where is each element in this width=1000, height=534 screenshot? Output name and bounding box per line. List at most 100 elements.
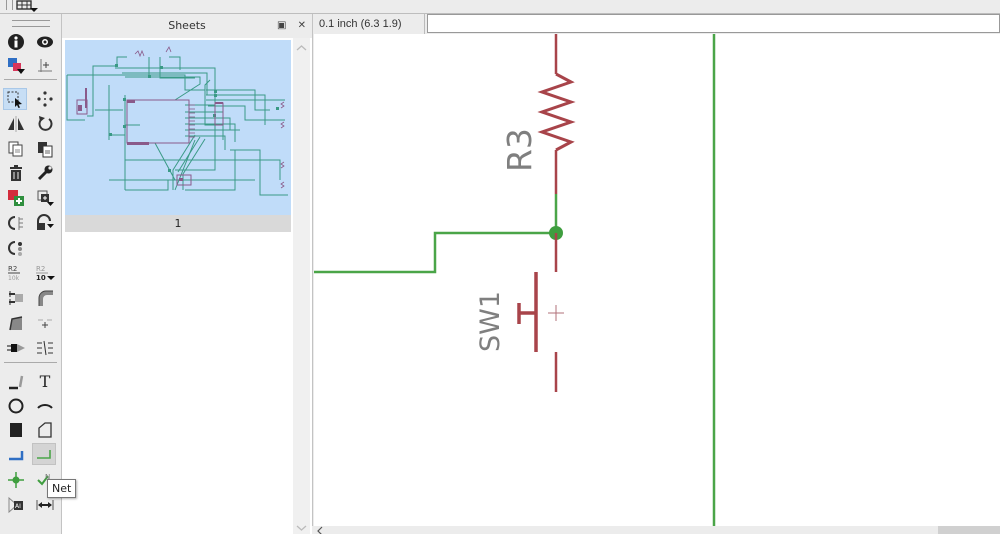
slice-icon	[9, 316, 23, 331]
scroll-left-icon[interactable]	[314, 526, 326, 534]
top-toolbar	[0, 0, 1000, 14]
mark-icon	[38, 59, 52, 72]
smash-tool[interactable]	[33, 312, 57, 334]
command-line-input[interactable]	[427, 14, 1000, 33]
rect-tool[interactable]	[4, 419, 28, 441]
slice-tool[interactable]	[4, 312, 28, 334]
layers-tool[interactable]	[4, 55, 28, 77]
attribute-icon	[37, 340, 53, 356]
change-tool[interactable]	[33, 162, 57, 184]
sheet-number[interactable]: 1	[65, 215, 291, 232]
line-icon	[9, 375, 24, 390]
rectangle-icon	[10, 423, 22, 437]
junction-icon	[8, 472, 24, 488]
scroll-down-icon[interactable]	[293, 522, 310, 534]
invoke-tool[interactable]	[4, 237, 28, 259]
eye-icon	[37, 36, 53, 48]
float-icon[interactable]: ▣	[276, 20, 287, 31]
erc-icon: AI	[8, 496, 23, 514]
show-tool[interactable]	[33, 31, 57, 53]
polygon-tool[interactable]	[33, 419, 57, 441]
toolbox-handle[interactable]	[12, 20, 50, 27]
toolbar-grip[interactable]	[6, 0, 13, 10]
sheet-thumbnail[interactable]	[65, 40, 291, 215]
attribute-tool[interactable]	[33, 337, 57, 359]
replace-tool[interactable]	[33, 187, 57, 209]
canvas-horizontal-scrollbar[interactable]	[312, 526, 1000, 534]
mirror-tool[interactable]	[4, 113, 28, 135]
label-tool[interactable]: N	[33, 469, 57, 491]
part-label-r3[interactable]: R3	[500, 128, 539, 172]
group-select-icon	[7, 91, 22, 108]
circle-tool[interactable]	[4, 395, 28, 417]
gateswap-tool[interactable]	[33, 212, 57, 234]
grid-menu-icon[interactable]	[16, 0, 40, 12]
toolbox-divider	[4, 79, 57, 80]
svg-text:AI: AI	[15, 503, 21, 510]
rotate-icon	[38, 116, 53, 131]
erc-tool[interactable]: AI	[4, 494, 28, 516]
toolbox-divider	[4, 362, 57, 363]
text-tool[interactable]: T	[33, 370, 57, 392]
mark-tool[interactable]	[33, 55, 57, 77]
sheets-panel: Sheets ▣ ✕	[62, 14, 313, 534]
net-wire[interactable]	[314, 231, 556, 274]
add-tool[interactable]	[4, 187, 28, 209]
text-icon: T	[39, 371, 51, 391]
pinswap-tool[interactable]	[4, 212, 28, 234]
junction-tool[interactable]	[4, 469, 28, 491]
value-icon-sub: 10	[36, 274, 46, 282]
copy-tool[interactable]	[4, 138, 28, 160]
scroll-up-icon[interactable]	[293, 42, 310, 54]
move-tool[interactable]	[33, 88, 57, 110]
net-tool[interactable]	[32, 443, 56, 465]
rotate-tool[interactable]	[33, 113, 57, 135]
part-label-sw1[interactable]: SW1	[475, 291, 506, 352]
delete-tool[interactable]	[4, 162, 28, 184]
coordinate-bar: 0.1 inch (6.3 1.9)	[313, 14, 1000, 34]
connect-tool[interactable]	[4, 337, 28, 359]
split-tool[interactable]	[4, 287, 28, 309]
schematic-drawing: R3 SW1	[314, 34, 716, 526]
wire-tool[interactable]	[4, 370, 28, 392]
r3-resistor-symbol[interactable]	[537, 72, 576, 152]
bus-icon	[9, 451, 24, 461]
split-icon	[9, 291, 23, 305]
dimension-icon	[36, 500, 54, 510]
smash-icon	[38, 319, 52, 328]
miter-tool[interactable]	[33, 287, 57, 309]
info-icon	[8, 34, 24, 50]
scrollbar-thumb[interactable]	[938, 526, 1000, 534]
paste-icon	[38, 142, 53, 158]
bus-tool[interactable]	[4, 444, 28, 466]
layers-icon	[8, 58, 25, 74]
copy-icon	[8, 141, 23, 157]
tooltip: Net	[47, 479, 77, 498]
sheets-panel-header: Sheets ▣ ✕	[62, 14, 312, 38]
info-tool[interactable]	[4, 31, 28, 53]
coordinate-display: 0.1 inch (6.3 1.9)	[313, 14, 425, 34]
add-part-icon	[8, 190, 24, 206]
label-icon: N	[37, 473, 50, 486]
arc-tool[interactable]	[33, 395, 57, 417]
sheet-preview-schematic	[66, 46, 288, 196]
name-icon-label: R2	[8, 265, 17, 273]
replace-icon	[37, 190, 54, 206]
circle-icon	[8, 398, 24, 414]
dimension-tool[interactable]	[33, 494, 57, 516]
connect-icon	[7, 344, 25, 352]
schematic-canvas[interactable]: R3 SW1	[314, 34, 1000, 526]
wrench-icon	[37, 165, 53, 181]
mirror-icon	[8, 116, 24, 132]
paste-tool[interactable]	[33, 138, 57, 160]
move-icon	[37, 91, 53, 107]
value-icon-label: R2	[36, 265, 45, 273]
miter-icon	[38, 290, 53, 306]
group-tool[interactable]	[3, 88, 27, 110]
sheets-scrollbar[interactable]	[293, 38, 310, 534]
close-icon[interactable]: ✕	[297, 20, 306, 31]
